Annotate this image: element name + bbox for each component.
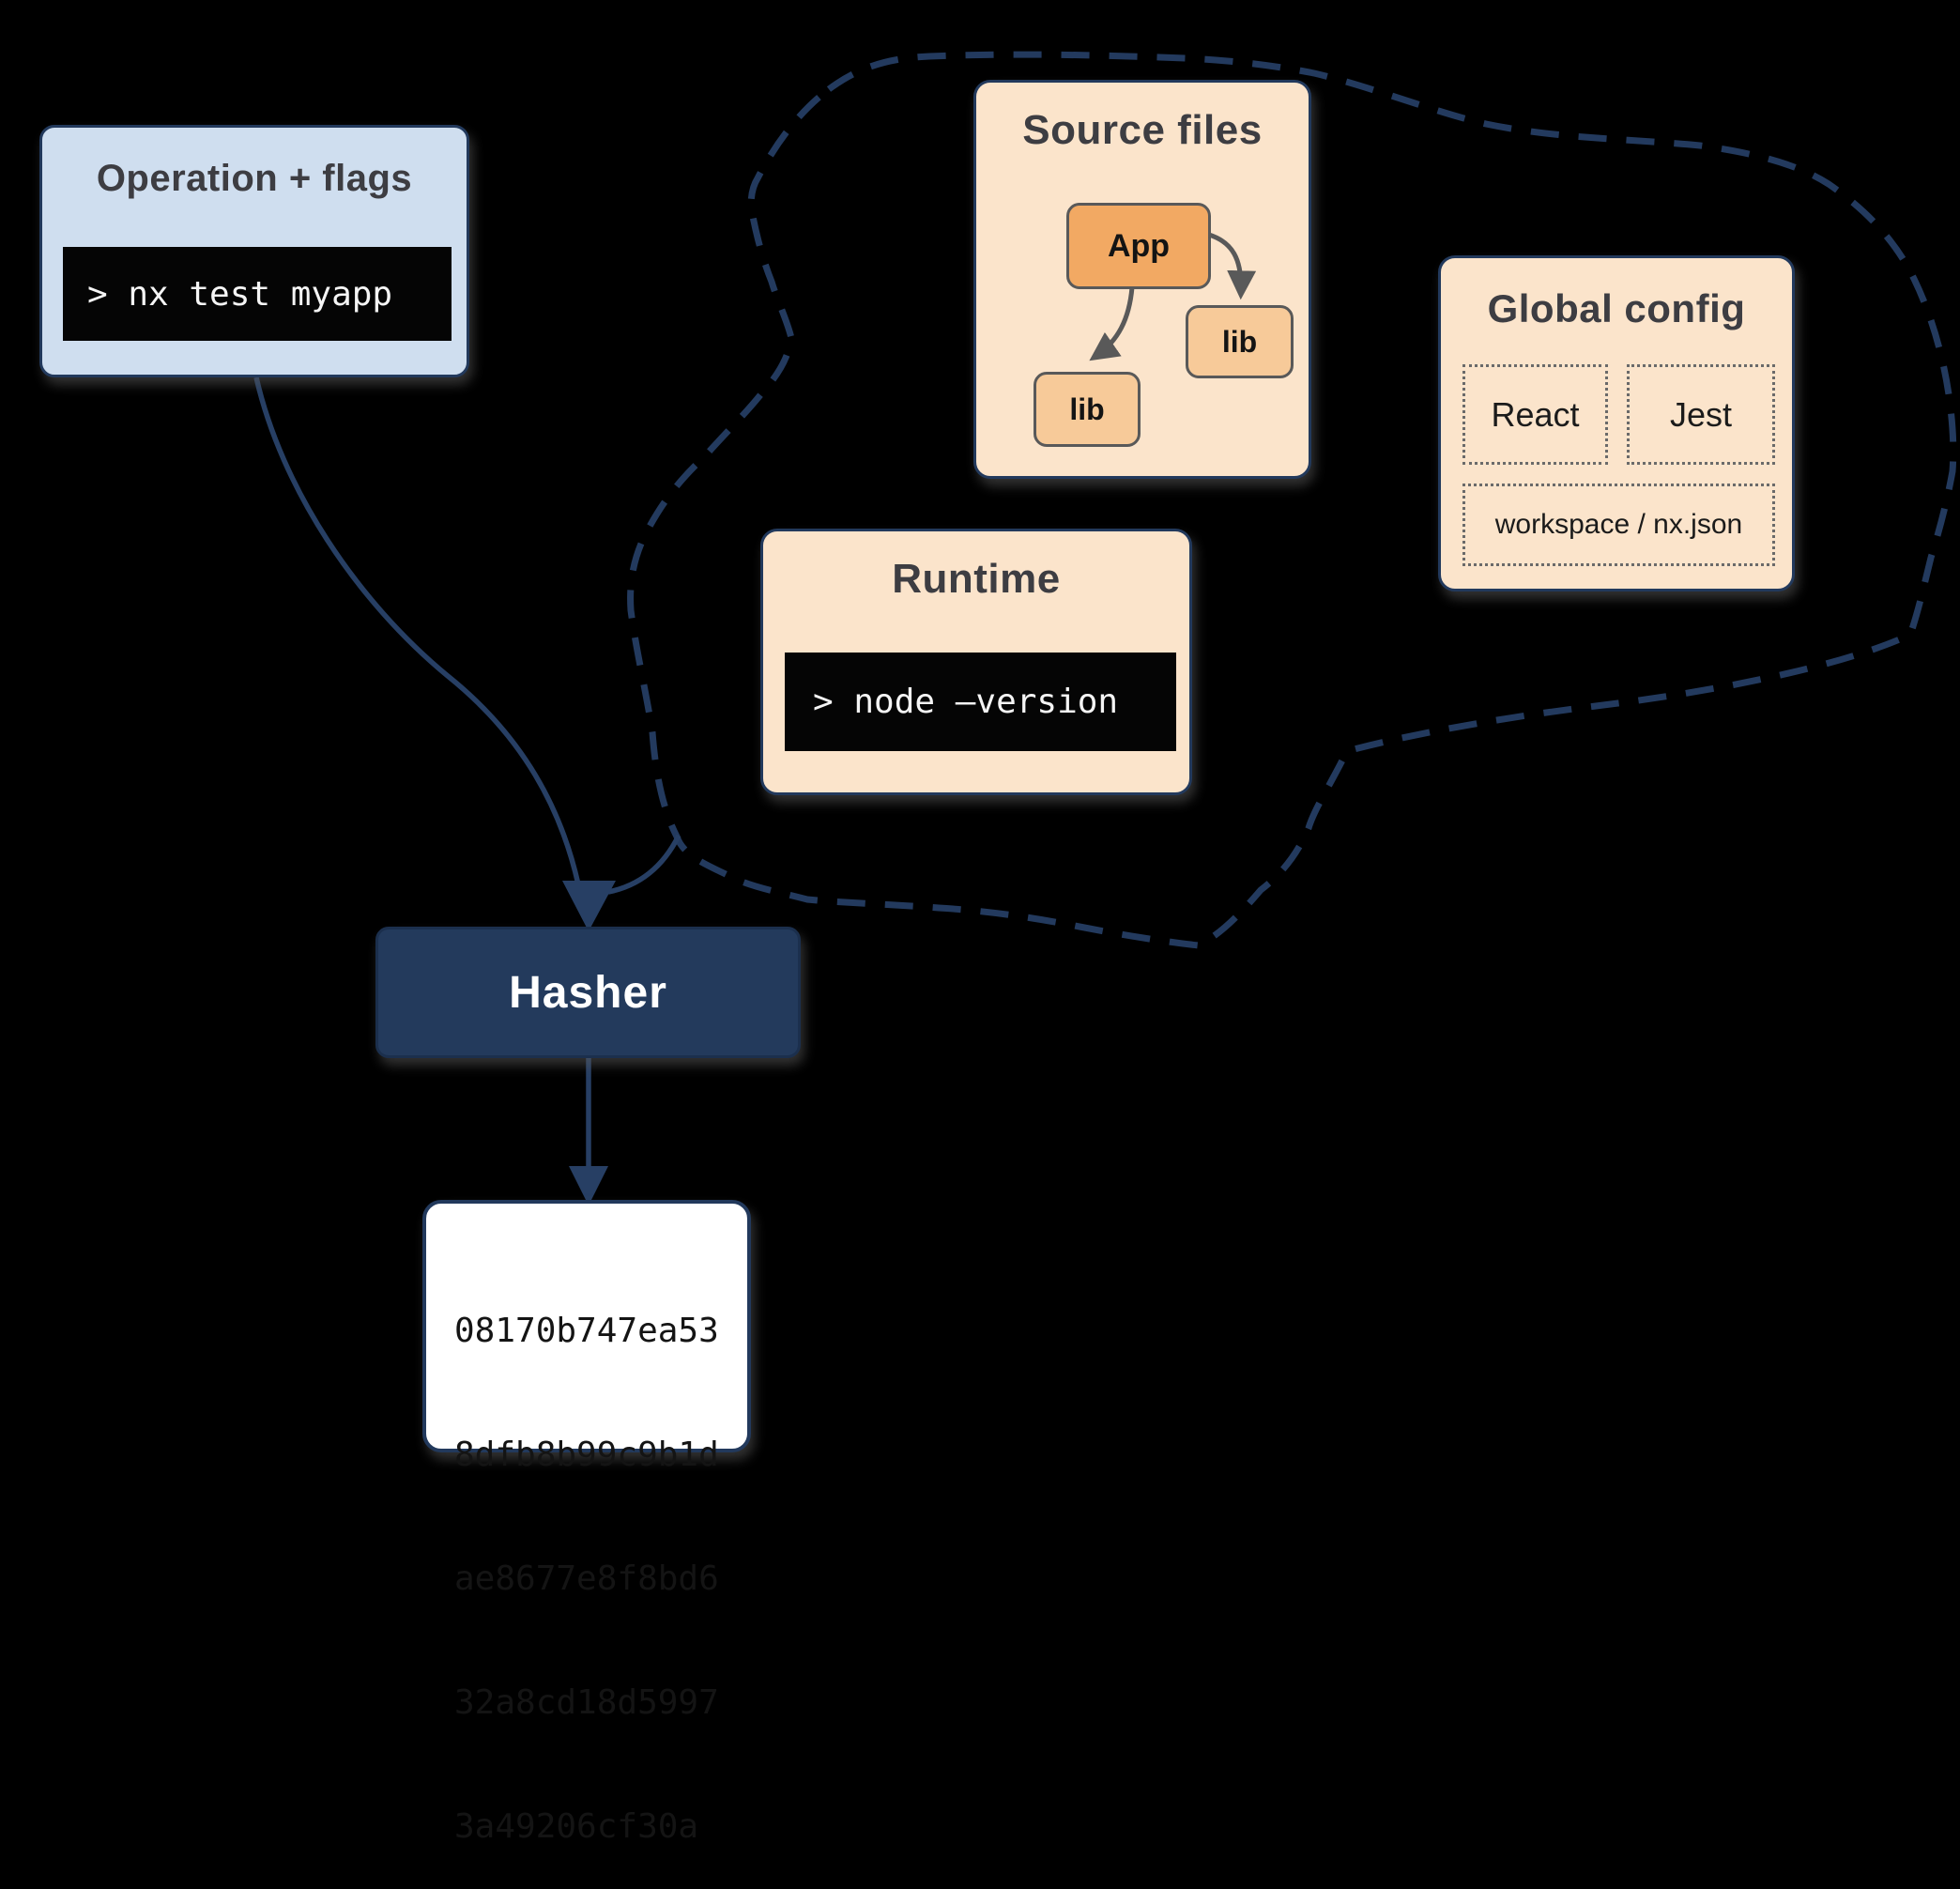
hasher-box: Hasher [375, 927, 801, 1058]
hash-line: 8dfb8b99c9b1d [454, 1436, 719, 1474]
global-config-title: Global config [1487, 286, 1746, 330]
hasher-label: Hasher [509, 967, 667, 1018]
config-item-workspace-nxjson: workspace / nx.json [1462, 484, 1775, 566]
hasher-diagram: { "diagram": { "operation": { "title": "… [39, 51, 1957, 1846]
runtime-box: Runtime > node –version [760, 529, 1192, 795]
runtime-title: Runtime [892, 556, 1061, 602]
hasher-input-arrowhead [562, 881, 616, 931]
app-node: App [1066, 203, 1211, 289]
operation-flags-title: Operation + flags [96, 158, 413, 199]
runtime-terminal: > node –version [785, 653, 1176, 751]
config-item-react: React [1462, 364, 1608, 465]
hash-line: ae8677e8f8bd6 [454, 1559, 719, 1598]
runtime-command: > node –version [813, 683, 1119, 721]
hash-line: 08170b747ea53 [454, 1312, 719, 1350]
hash-line: 3a49206cf30a [454, 1807, 699, 1846]
arrow-cloud-to-hasher [607, 834, 681, 895]
operation-flags-box: Operation + flags > nx test myapp [39, 125, 469, 377]
arrow-operation-to-hasher [253, 376, 581, 885]
operation-command: > nx test myapp [87, 274, 393, 314]
source-files-box: Source files App lib lib [973, 80, 1311, 479]
config-item-jest: Jest [1627, 364, 1775, 465]
lib-node-left: lib [1034, 372, 1141, 447]
hash-line: 32a8cd18d5997 [454, 1683, 719, 1722]
operation-terminal: > nx test myapp [63, 247, 452, 341]
global-config-box: Global config React Jest workspace / nx.… [1438, 255, 1795, 591]
source-files-title: Source files [1022, 107, 1263, 153]
lib-node-right: lib [1186, 305, 1294, 378]
hash-output-box: 08170b747ea53 8dfb8b99c9b1d ae8677e8f8bd… [422, 1200, 751, 1846]
